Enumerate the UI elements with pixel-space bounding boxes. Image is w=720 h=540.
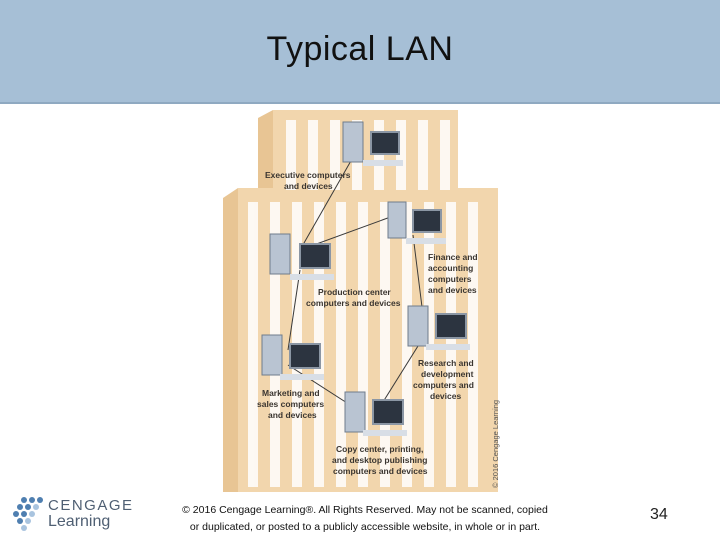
label-production: Production center computers and devices [306,287,401,308]
lan-building-illustration: Executive computers and devices Finance … [223,110,500,492]
computer-production [269,233,334,280]
label-marketing: Marketing and sales computers and device… [257,388,326,420]
label-research: Research and development computers and d… [413,358,476,401]
logo-sub: Learning [48,513,111,530]
label-copy-center: Copy center, printing, and desktop publi… [332,444,430,476]
label-finance: Finance and accounting computers and dev… [428,252,480,295]
cengage-logo-icon [13,497,43,531]
slide-title: Typical LAN [266,30,454,68]
computer-copy-center [344,391,407,436]
figure-credit: © 2016 Cengage Learning [491,400,500,488]
page-number: 34 [650,506,668,523]
label-executive: Executive computers and devices [265,170,353,191]
logo-brand: CENGAGE [48,497,134,514]
computer-finance [387,201,446,244]
computer-executive [342,121,403,166]
title-bar: Typical LAN [0,0,720,104]
network-cables [287,151,424,411]
computer-marketing [261,334,324,380]
copyright-line-2: or duplicated, or posted to a publicly a… [189,521,541,533]
computer-research [407,305,470,350]
copyright-notice: © 2016 Cengage Learning®. All Rights Res… [160,502,570,536]
copyright-line-1: © 2016 Cengage Learning®. All Rights Res… [182,504,548,516]
